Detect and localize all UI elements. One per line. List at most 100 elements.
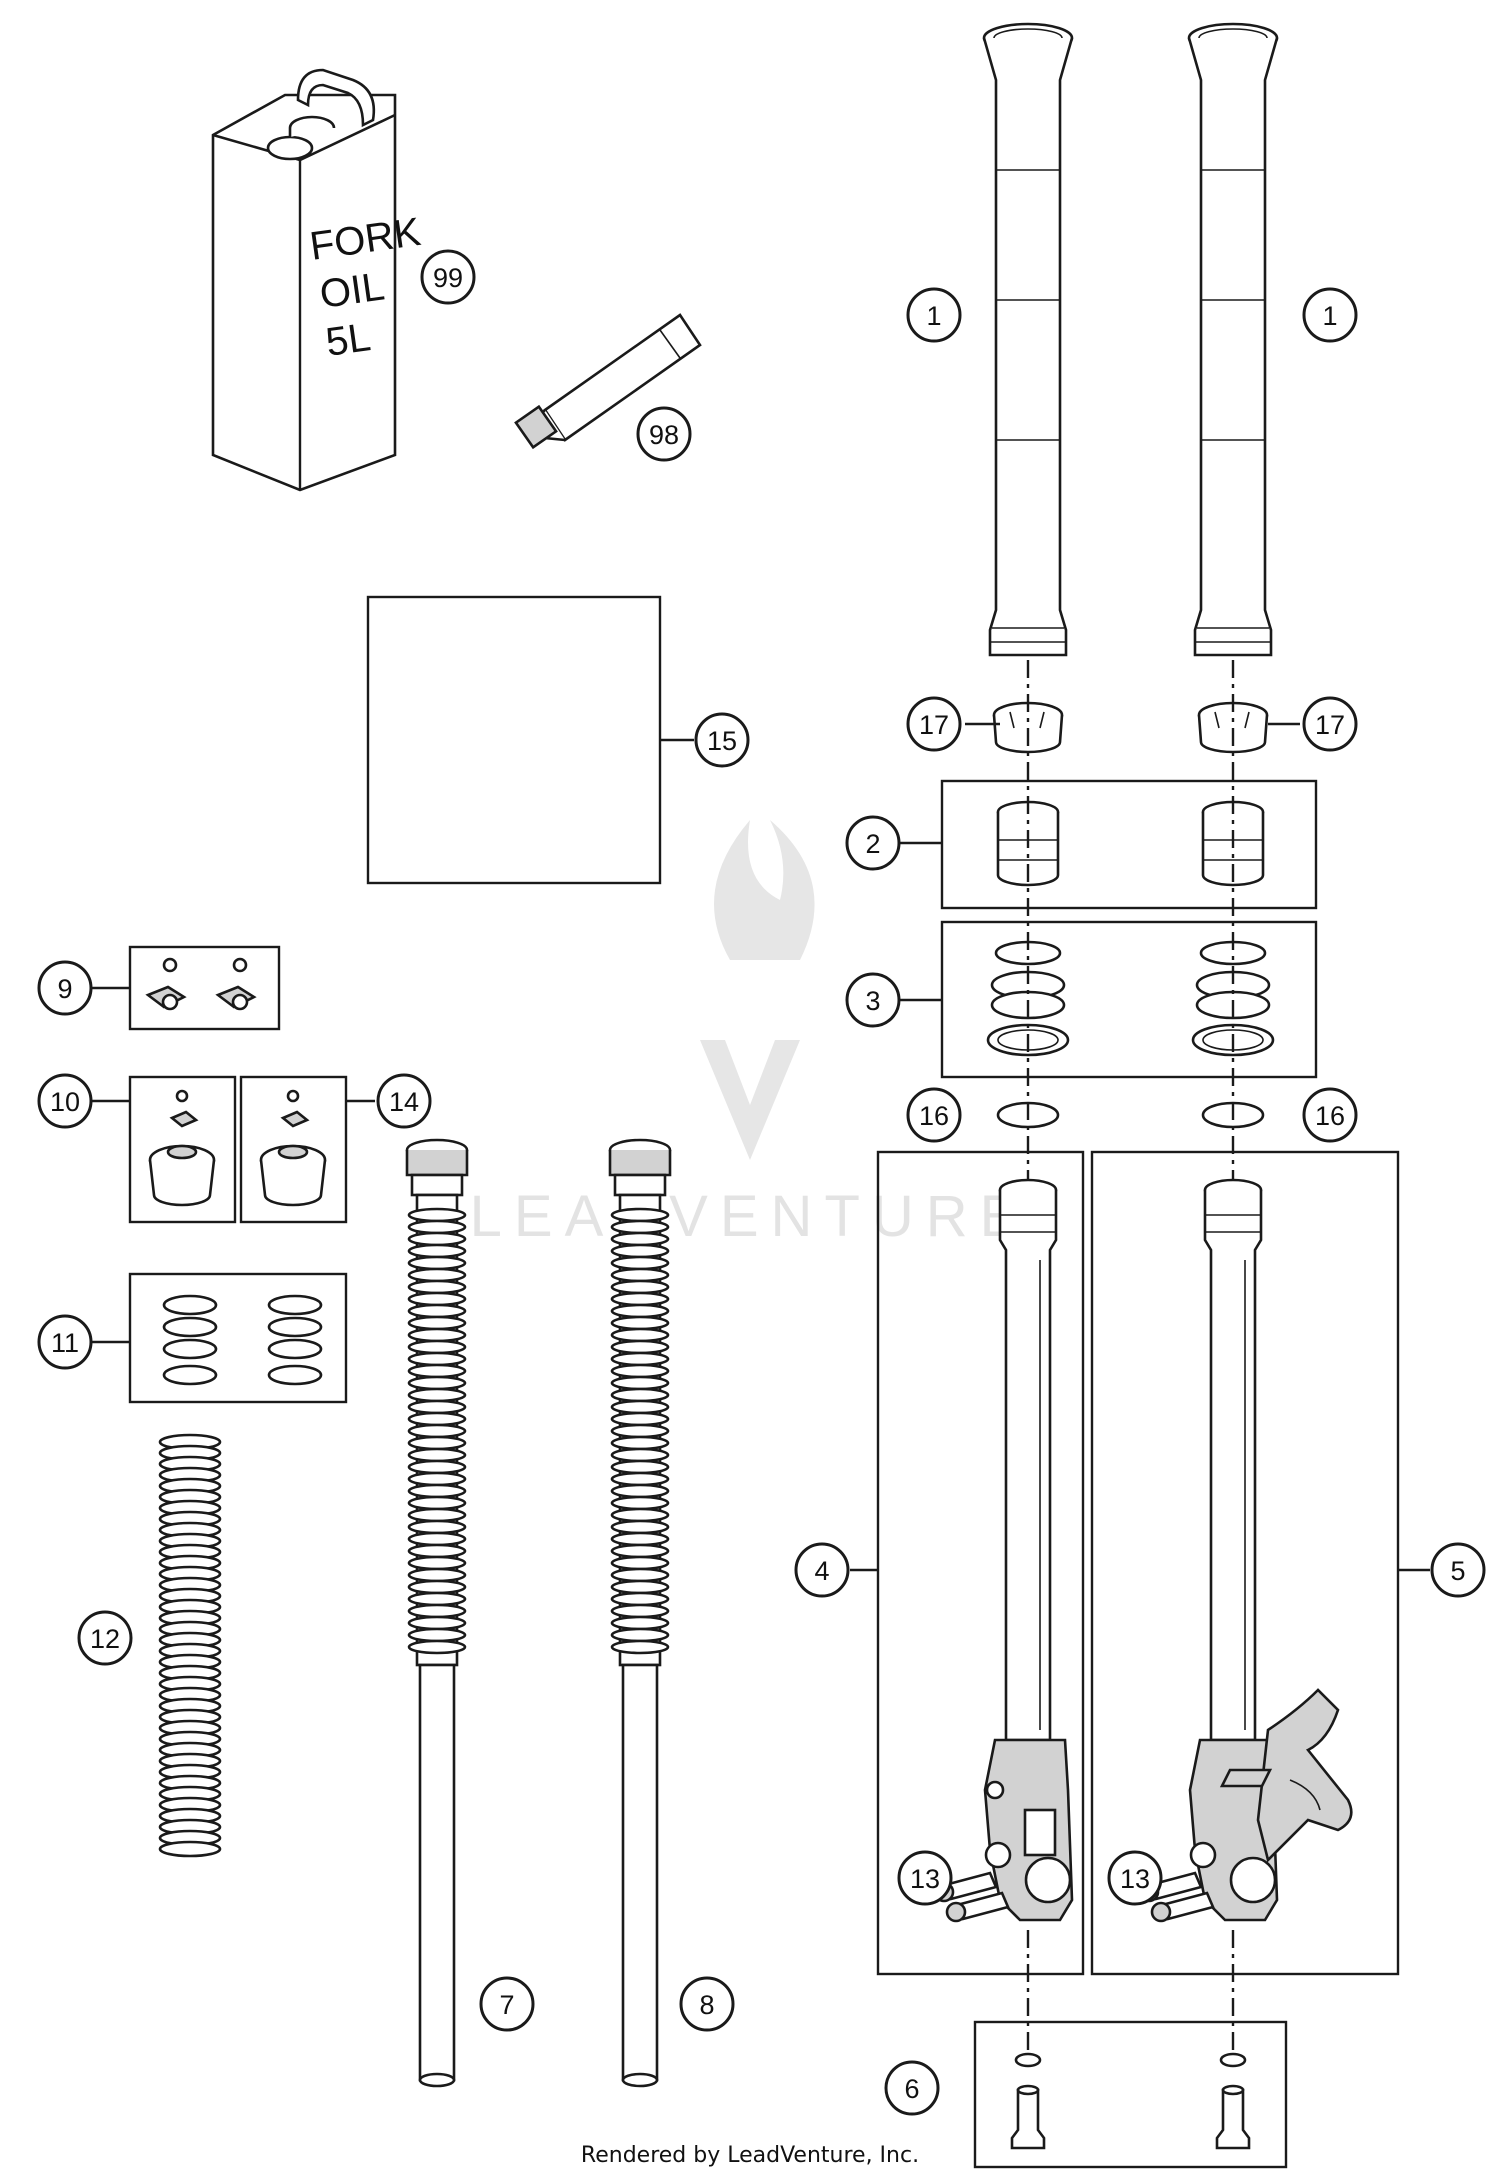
screw-cap-box-left [128,1075,237,1224]
callout-13: 13 [897,1850,953,1906]
callout-label: 99 [433,263,463,293]
callout-circle [420,249,476,305]
callout-13: 13 [1107,1850,1163,1906]
callout-label: 6 [904,2074,919,2104]
outer-tube-left [982,22,1074,657]
fork-leg-left-box [876,1150,1085,1976]
callout-3: 3 [845,972,901,1028]
callout-label: 3 [865,986,880,1016]
callout-circle [1430,1542,1486,1598]
callout-4: 4 [794,1542,850,1598]
callout-circle [1302,287,1358,343]
callout-circle [897,1850,953,1906]
callout-1: 1 [1302,287,1358,343]
adjuster-knobs [145,957,257,1011]
fork-leg-right-box [1090,1150,1400,1976]
callout-99: 99 [420,249,476,305]
callout-circle [884,2060,940,2116]
cartridge-right [608,1138,672,2088]
callout-5: 5 [1430,1542,1486,1598]
callout-circle [845,972,901,1028]
footer-credit: Rendered by LeadVenture, Inc. [581,2143,919,2168]
callout-circle [1107,1850,1163,1906]
callout-circle [376,1073,432,1129]
callout-circle [845,815,901,871]
adjuster-set-box [128,945,281,1031]
callout-label: 7 [499,1990,514,2020]
callout-label: 17 [1315,710,1345,740]
callout-12: 12 [77,1610,133,1666]
spacer-rings [162,1294,323,1386]
callout-circle [906,1087,962,1143]
axle-nut-left [1010,2052,1046,2150]
callout-1: 1 [906,287,962,343]
callout-circle [636,406,692,462]
callout-circle [479,1976,535,2032]
outer-tube-right [1187,22,1279,657]
callout-label: 98 [649,420,679,450]
callout-label: 1 [926,301,941,331]
callout-label: 13 [910,1864,940,1894]
callout-circle [694,712,750,768]
grease-tube [514,313,702,450]
callout-label: 16 [1315,1101,1345,1131]
callout-circle [906,696,962,752]
screw-cap-box-right [239,1075,348,1224]
callout-label: 15 [707,726,737,756]
leader-lines [900,722,1300,1002]
callout-label: 10 [50,1087,80,1117]
cartridge-left [405,1138,469,2088]
callout-label: 1 [1322,301,1337,331]
callout-label: 5 [1450,1556,1465,1586]
callout-circle [37,1073,93,1129]
callout-circle [37,960,93,1016]
callout-2: 2 [845,815,901,871]
callout-circle [679,1976,735,2032]
fork-spring [158,1433,222,1858]
callout-15: 15 [694,712,750,768]
callout-label: 12 [90,1624,120,1654]
callout-17: 17 [1302,696,1358,752]
screw-cap-right [259,1089,327,1207]
callout-label: 17 [919,710,949,740]
callout-label: 13 [1120,1864,1150,1894]
axle-nut-right [1215,2052,1251,2150]
instruction-sheet-box [366,595,662,885]
watermark-logo: LEADVENTURE [470,820,1031,1249]
callout-circle [37,1314,93,1370]
callout-10: 10 [37,1073,93,1129]
callout-label: 16 [919,1101,949,1131]
callout-17: 17 [906,696,962,752]
callout-circle [1302,1087,1358,1143]
callout-98: 98 [636,406,692,462]
callout-circle [77,1610,133,1666]
callout-label: 11 [51,1328,79,1358]
bushing-right [1201,800,1265,887]
callout-16: 16 [1302,1087,1358,1143]
can-label-line2: OIL [317,264,387,317]
callout-label: 2 [865,829,880,859]
spacer-set-box [128,1272,348,1404]
callout-11: 11 [37,1314,93,1370]
callout-circle [794,1542,850,1598]
callout-label: 8 [699,1990,714,2020]
screw-cap-left [148,1089,216,1207]
callout-label: 9 [57,974,72,1004]
callout-8: 8 [679,1976,735,2032]
callout-label: 4 [814,1556,829,1586]
callout-circle [1302,696,1358,752]
callout-6: 6 [884,2060,940,2116]
bushings-box [940,779,1318,910]
callout-label: 14 [389,1087,419,1117]
can-label-line3: 5L [323,315,373,365]
callout-14: 14 [376,1073,432,1129]
callout-7: 7 [479,1976,535,2032]
axle-nut-box [973,2020,1288,2169]
callout-circle [906,287,962,343]
inner-tube-left [983,1178,1074,1922]
watermark-text: LEADVENTURE [470,1184,1031,1249]
inner-tube-right [1188,1178,1353,1922]
fork-oil-can: FORK OIL 5L [211,68,424,492]
